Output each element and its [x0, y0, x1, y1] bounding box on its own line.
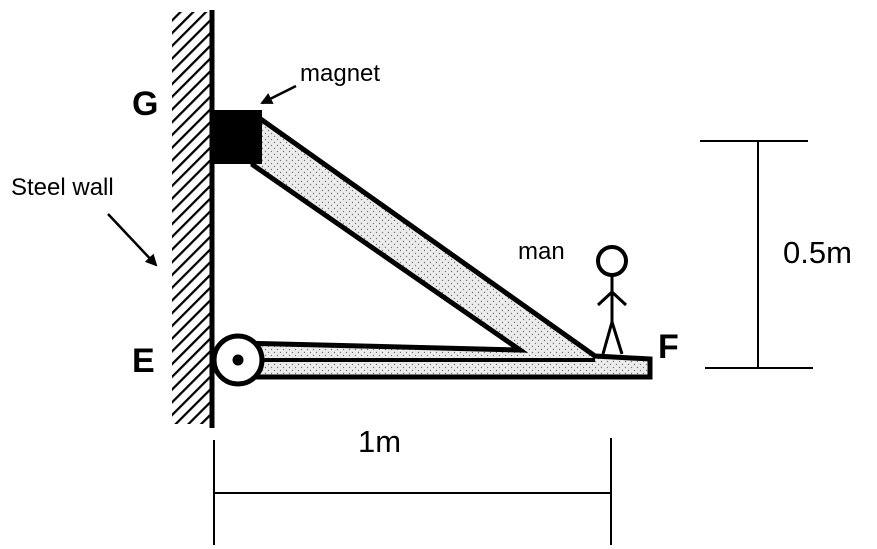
magnet-block-icon — [212, 110, 262, 164]
magnet-arrow — [260, 84, 297, 105]
frame — [237, 116, 653, 380]
stick-figure-icon — [596, 245, 628, 355]
label-height: 0.5m — [783, 235, 852, 270]
frame-body — [237, 116, 653, 380]
label-length: 1m — [358, 424, 401, 459]
length-dimension — [213, 438, 612, 545]
steel-wall-arrow — [107, 213, 158, 267]
pin-joint-icon — [211, 333, 265, 387]
label-man: man — [518, 238, 565, 265]
label-f: F — [658, 328, 679, 366]
label-e: E — [132, 342, 155, 380]
steel-wall — [172, 10, 215, 428]
label-magnet: magnet — [300, 60, 380, 87]
label-steel-wall: Steel wall — [11, 174, 114, 201]
height-dimension — [700, 140, 813, 369]
wall-hatching — [172, 12, 212, 424]
label-g: G — [132, 85, 158, 123]
